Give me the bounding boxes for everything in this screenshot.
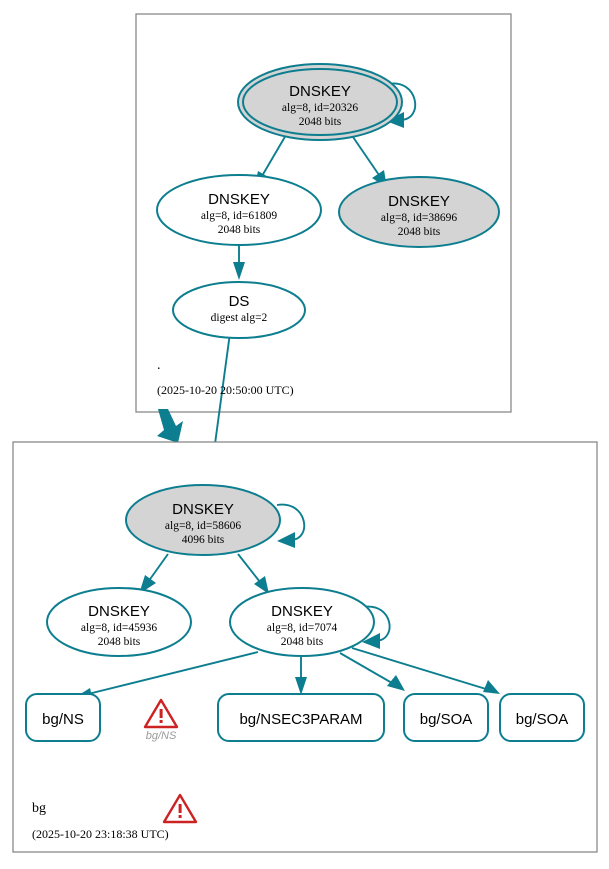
rrset-bg-nsec3param[interactable]: bg/NSEC3PARAM: [217, 693, 385, 742]
node-dnskey-45936[interactable]: DNSKEY alg=8, id=45936 2048 bits: [46, 587, 192, 657]
node-line-2: alg=8, id=20326: [282, 102, 358, 114]
rrset-label: bg/NSEC3PARAM: [239, 711, 362, 728]
edge-7074-to-nsec3param: [295, 654, 307, 695]
node-dnskey-61809[interactable]: DNSKEY alg=8, id=61809 2048 bits: [156, 174, 322, 246]
edge-7074-to-soa-1: [339, 652, 405, 691]
rrset-bg-soa-2[interactable]: bg/SOA: [499, 693, 585, 742]
node-line-2: digest alg=2: [211, 312, 268, 324]
edge-7074-to-soa-2: [351, 647, 500, 694]
zone-label-root: .: [157, 358, 161, 373]
node-line-3: 4096 bits: [182, 534, 225, 546]
node-line-3: 2048 bits: [98, 636, 141, 648]
warning-triangle-icon-zone-bg[interactable]: [162, 793, 198, 824]
node-dnskey-38696[interactable]: DNSKEY alg=8, id=38696 2048 bits: [338, 176, 500, 248]
edge-61809-to-ds: [233, 243, 245, 280]
node-line-2: alg=8, id=45936: [81, 622, 157, 634]
node-title: DNSKEY: [289, 83, 351, 100]
rrset-bg-ns[interactable]: bg/NS: [25, 693, 101, 742]
node-line-2: alg=8, id=58606: [165, 520, 241, 532]
edge-delegation-root-to-bg: [157, 409, 183, 443]
node-title: DNSKEY: [172, 501, 234, 518]
node-title: DNSKEY: [271, 603, 333, 620]
node-dnskey-20326[interactable]: DNSKEY alg=8, id=20326 2048 bits: [237, 63, 403, 141]
rrset-bg-soa-1[interactable]: bg/SOA: [403, 693, 489, 742]
node-ds-bg[interactable]: DS digest alg=2: [172, 281, 306, 339]
node-line-3: 2048 bits: [398, 226, 441, 238]
node-line-3: 2048 bits: [281, 636, 324, 648]
node-dnskey-58606[interactable]: DNSKEY alg=8, id=58606 4096 bits: [125, 484, 281, 556]
zone-timestamp-root: (2025-10-20 20:50:00 UTC): [157, 383, 294, 397]
node-line-3: 2048 bits: [218, 224, 261, 236]
node-line-2: alg=8, id=38696: [381, 212, 457, 224]
node-title: DNSKEY: [208, 191, 270, 208]
node-title: DS: [229, 293, 250, 310]
warning-triangle-icon-bg-ns[interactable]: [143, 698, 179, 729]
node-line-2: alg=8, id=7074: [267, 622, 338, 634]
node-dnskey-7074[interactable]: DNSKEY alg=8, id=7074 2048 bits: [229, 587, 375, 657]
zone-label-bg: bg: [32, 801, 46, 816]
node-title: DNSKEY: [88, 603, 150, 620]
node-line-2: alg=8, id=61809: [201, 210, 277, 222]
rrset-label: bg/NS: [42, 711, 84, 728]
edge-self-sign-7074: [362, 605, 391, 649]
warning-label-bg-ns: bg/NS: [146, 730, 177, 742]
rrset-label: bg/SOA: [516, 711, 569, 728]
edge-self-sign-20326: [386, 82, 417, 128]
node-title: DNSKEY: [388, 193, 450, 210]
edge-58606-to-7074: [237, 553, 269, 594]
zone-timestamp-bg: (2025-10-20 23:18:38 UTC): [32, 827, 169, 841]
edge-self-sign-58606: [276, 503, 306, 548]
node-line-3: 2048 bits: [299, 116, 342, 128]
rrset-label: bg/SOA: [420, 711, 473, 728]
